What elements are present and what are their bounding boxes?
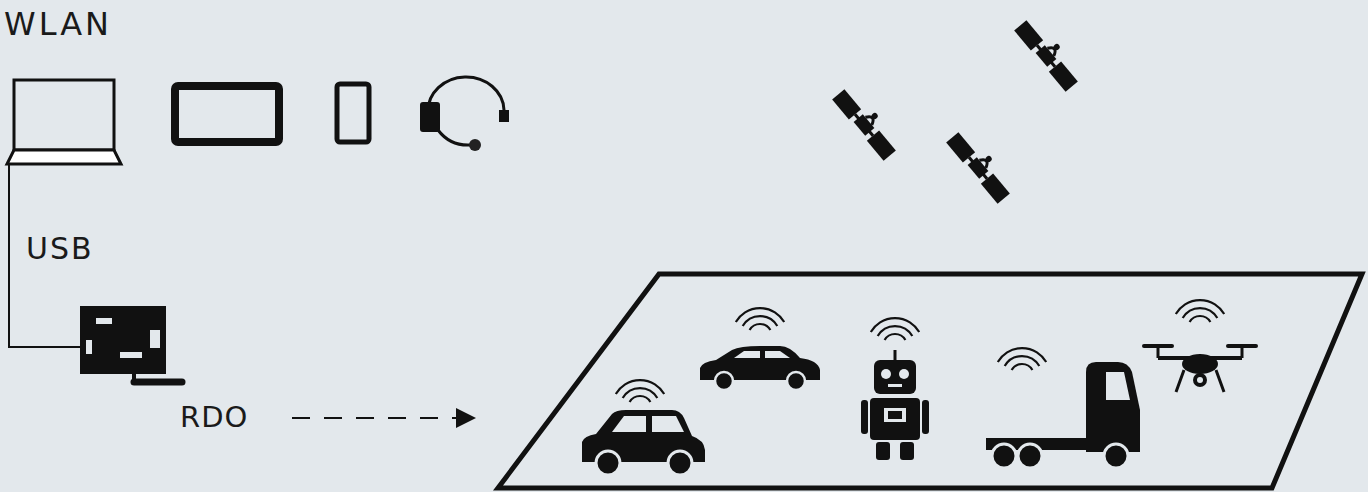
robot-icon bbox=[861, 350, 929, 460]
laptop-icon bbox=[7, 80, 121, 164]
headset-icon bbox=[438, 130, 470, 145]
robot-icon bbox=[888, 411, 902, 419]
radio-device bbox=[80, 306, 182, 384]
robot-icon bbox=[900, 442, 914, 460]
drone-icon bbox=[1197, 377, 1203, 383]
drone-icon bbox=[1182, 354, 1218, 374]
headset-icon bbox=[420, 102, 440, 132]
tablet-icon bbox=[175, 86, 279, 142]
wifi-symbol bbox=[736, 308, 784, 330]
car-icon bbox=[715, 372, 733, 390]
headset-icon bbox=[499, 110, 509, 122]
laptop-icon bbox=[14, 80, 114, 150]
phone-icon bbox=[337, 84, 369, 142]
satellite-icon bbox=[832, 83, 903, 160]
radio-device bbox=[86, 340, 92, 354]
dashed-arrow bbox=[456, 408, 476, 428]
robot-icon bbox=[874, 360, 916, 394]
radio-device bbox=[134, 379, 182, 386]
wifi-symbol bbox=[1176, 300, 1224, 322]
radio-device bbox=[96, 318, 112, 324]
wifi-symbol bbox=[998, 348, 1046, 370]
robot-icon bbox=[870, 398, 920, 440]
text-label: USB bbox=[26, 234, 94, 264]
robot-icon bbox=[884, 408, 906, 422]
radio-device bbox=[150, 330, 160, 348]
robot-icon bbox=[922, 400, 929, 434]
robot-icon bbox=[876, 442, 890, 460]
text-label: WLAN bbox=[4, 8, 112, 40]
robot-icon bbox=[861, 400, 868, 434]
car-icon bbox=[596, 451, 620, 475]
platform-area bbox=[498, 274, 1362, 488]
truck-icon bbox=[1018, 444, 1042, 468]
drone-icon bbox=[1193, 373, 1207, 387]
wifi-symbol bbox=[871, 318, 919, 340]
laptop-icon bbox=[7, 150, 121, 164]
phone-icon bbox=[337, 84, 369, 142]
wifi-symbol bbox=[616, 380, 664, 402]
car-icon bbox=[765, 351, 790, 358]
car-icon bbox=[668, 451, 692, 475]
car-icon bbox=[612, 416, 646, 432]
headset-icon bbox=[420, 77, 509, 151]
car-icon bbox=[734, 351, 760, 358]
truck-icon bbox=[1086, 362, 1140, 452]
car-icon bbox=[700, 346, 820, 390]
headset-icon bbox=[469, 139, 481, 151]
truck-icon bbox=[1104, 444, 1128, 468]
tablet-icon bbox=[175, 86, 279, 142]
car-icon bbox=[652, 416, 684, 432]
satellite-icon bbox=[1014, 14, 1085, 91]
car-icon bbox=[582, 410, 705, 475]
truck-icon bbox=[992, 444, 1016, 468]
dashed-arrow bbox=[292, 417, 458, 419]
truck-icon bbox=[986, 362, 1140, 468]
robot-icon bbox=[894, 350, 897, 360]
drone-icon bbox=[1144, 346, 1256, 392]
dashed-arrow bbox=[292, 408, 476, 428]
truck-icon bbox=[1106, 372, 1130, 400]
text-label: RDO bbox=[180, 403, 248, 432]
car-icon bbox=[787, 372, 805, 390]
robot-icon bbox=[899, 369, 909, 379]
satellite-icon bbox=[832, 14, 1085, 203]
robot-icon bbox=[881, 369, 891, 379]
robot-icon bbox=[888, 384, 902, 387]
radio-device bbox=[120, 352, 142, 358]
satellite-icon bbox=[946, 126, 1017, 203]
radio-device bbox=[80, 306, 166, 374]
drone-icon bbox=[1176, 370, 1224, 392]
